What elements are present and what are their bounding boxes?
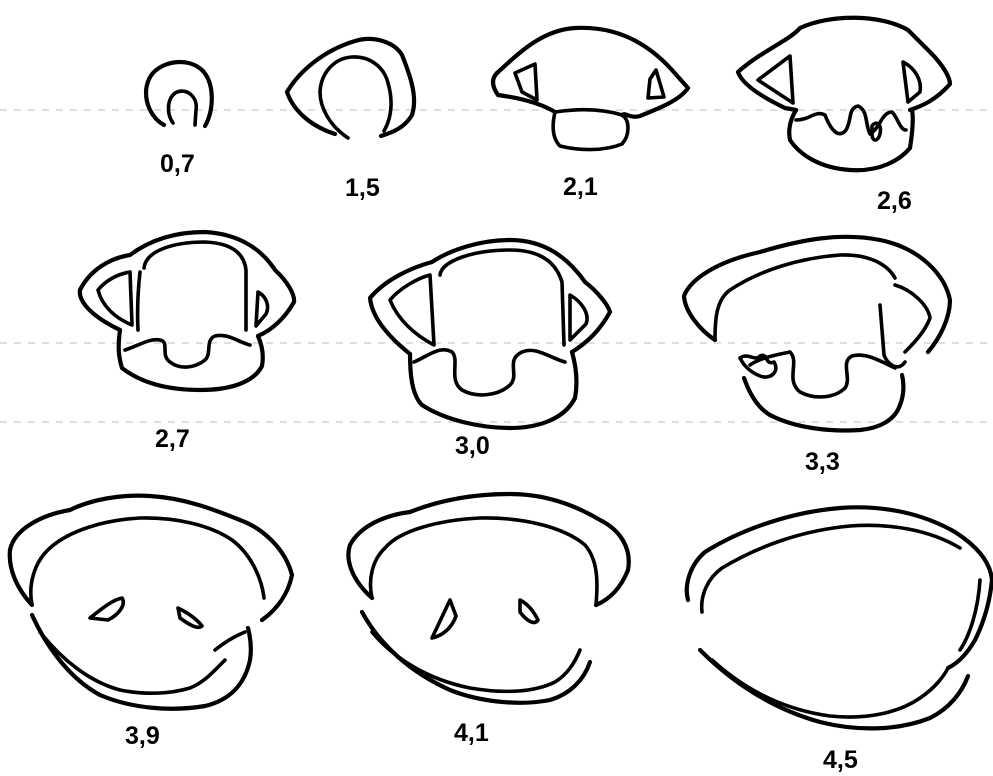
stage-label-3-3: 3,3 [805, 448, 840, 476]
section-0-7 [146, 62, 212, 126]
stage-label-2-1: 2,1 [563, 173, 598, 201]
stage-label-3-9: 3,9 [125, 722, 160, 750]
stage-label-0-7: 0,7 [160, 150, 195, 178]
section-1-5 [287, 39, 414, 138]
section-2-1 [493, 28, 688, 150]
stage-label-2-6: 2,6 [877, 187, 912, 215]
section-2-6 [738, 18, 950, 170]
stage-label-1-5: 1,5 [345, 174, 380, 202]
section-4-5 [687, 507, 992, 728]
section-2-7 [80, 232, 294, 390]
stage-label-4-5: 4,5 [823, 746, 858, 774]
section-3-0 [370, 240, 610, 428]
section-3-3 [684, 237, 950, 431]
stage-label-3-0: 3,0 [455, 432, 490, 460]
section-4-1 [348, 494, 628, 703]
section-3-9 [10, 496, 292, 709]
stage-label-4-1: 4,1 [454, 719, 489, 747]
stage-label-2-7: 2,7 [155, 425, 190, 453]
